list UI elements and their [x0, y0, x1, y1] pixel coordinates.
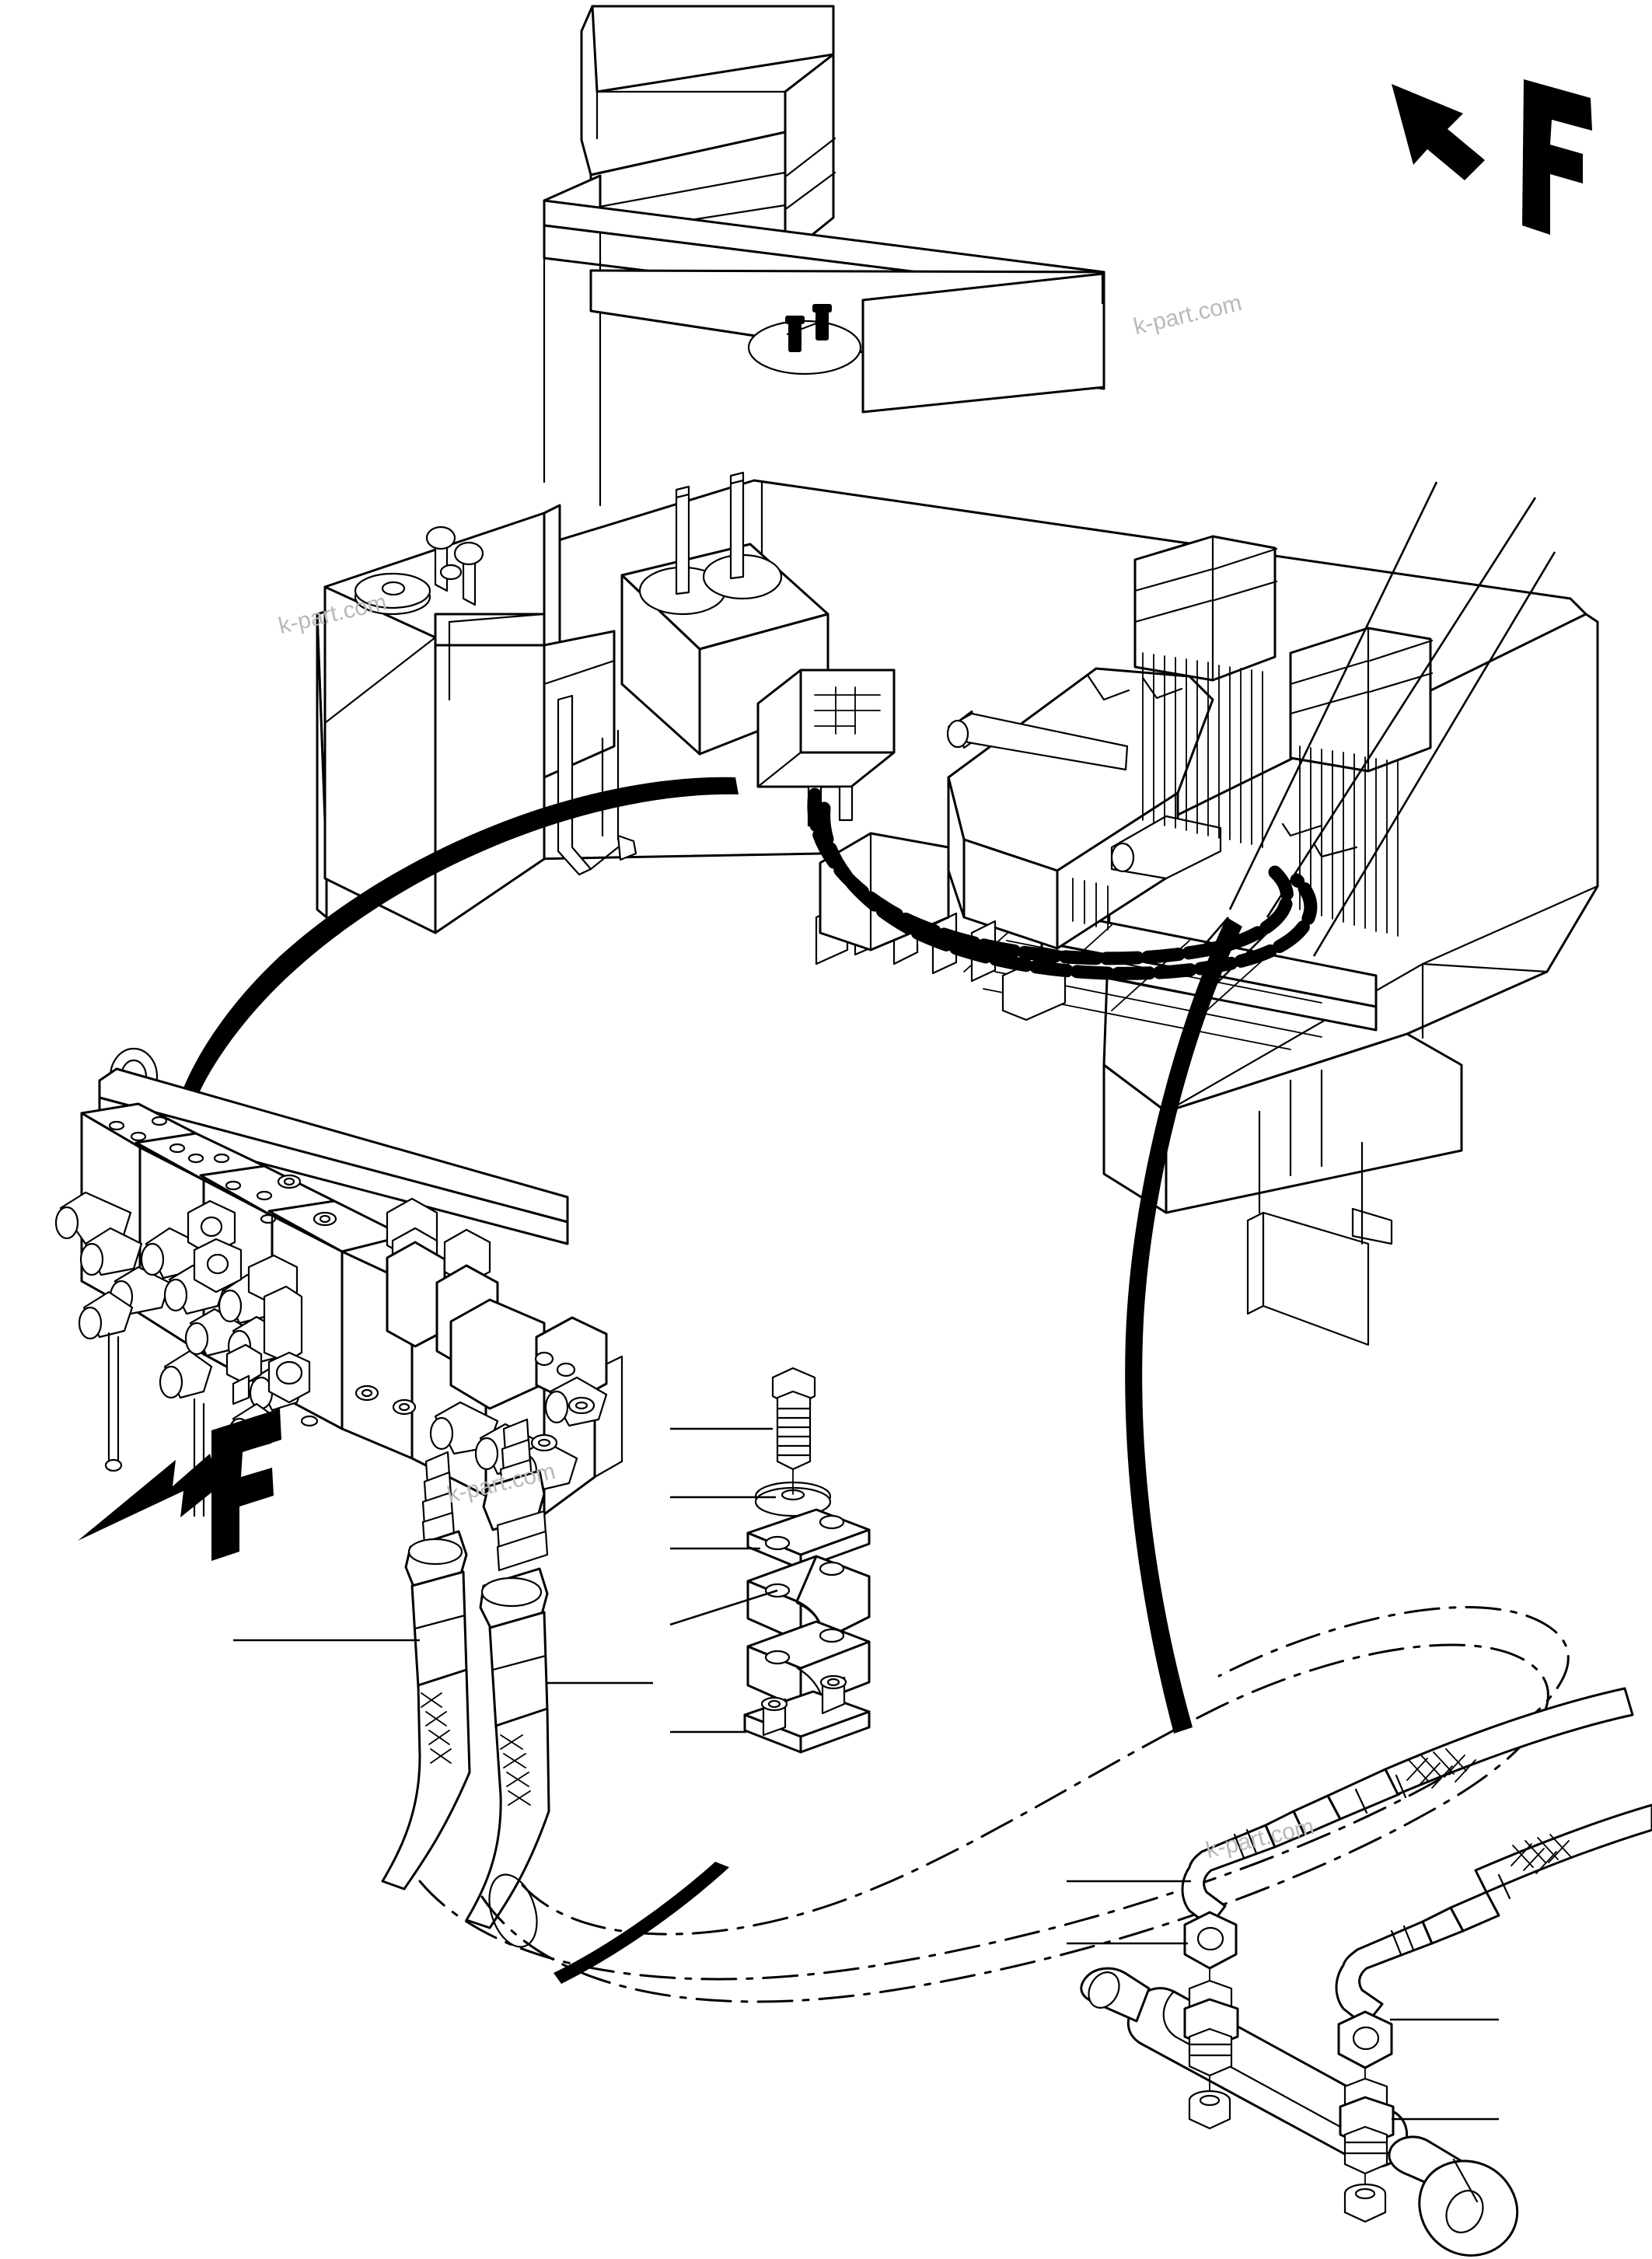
hydraulic-cylinder [1080, 1967, 1519, 2257]
deck-valve-pedestal [620, 471, 829, 756]
hose-pair-cylinder-side [1264, 1687, 1652, 1945]
hose-pair-valve-side [233, 1418, 653, 1929]
hydraulic-tank [323, 504, 637, 934]
dashed-hose-runs [807, 787, 1318, 980]
clamp-hardware-stack [669, 1367, 871, 1754]
radiator-assembly [1133, 535, 1434, 937]
cylinder-port-fitting-right [1335, 1920, 1499, 2223]
view-direction-f-lower-left [78, 1409, 281, 1561]
callout-arrow-loop [554, 1862, 729, 1984]
callout-arrow-to-cylinder [1125, 917, 1242, 1734]
cylinder-port-fitting-left [1067, 1824, 1277, 2130]
callout-arrow-to-valve-block [180, 777, 739, 1100]
phantom-routing-loops [418, 1606, 1570, 2003]
view-direction-f-top-right [1392, 79, 1592, 235]
deck-control-panel [756, 669, 896, 827]
operator-cab-counterweight [543, 5, 1105, 507]
control-valve-assembly [54, 1047, 623, 1517]
